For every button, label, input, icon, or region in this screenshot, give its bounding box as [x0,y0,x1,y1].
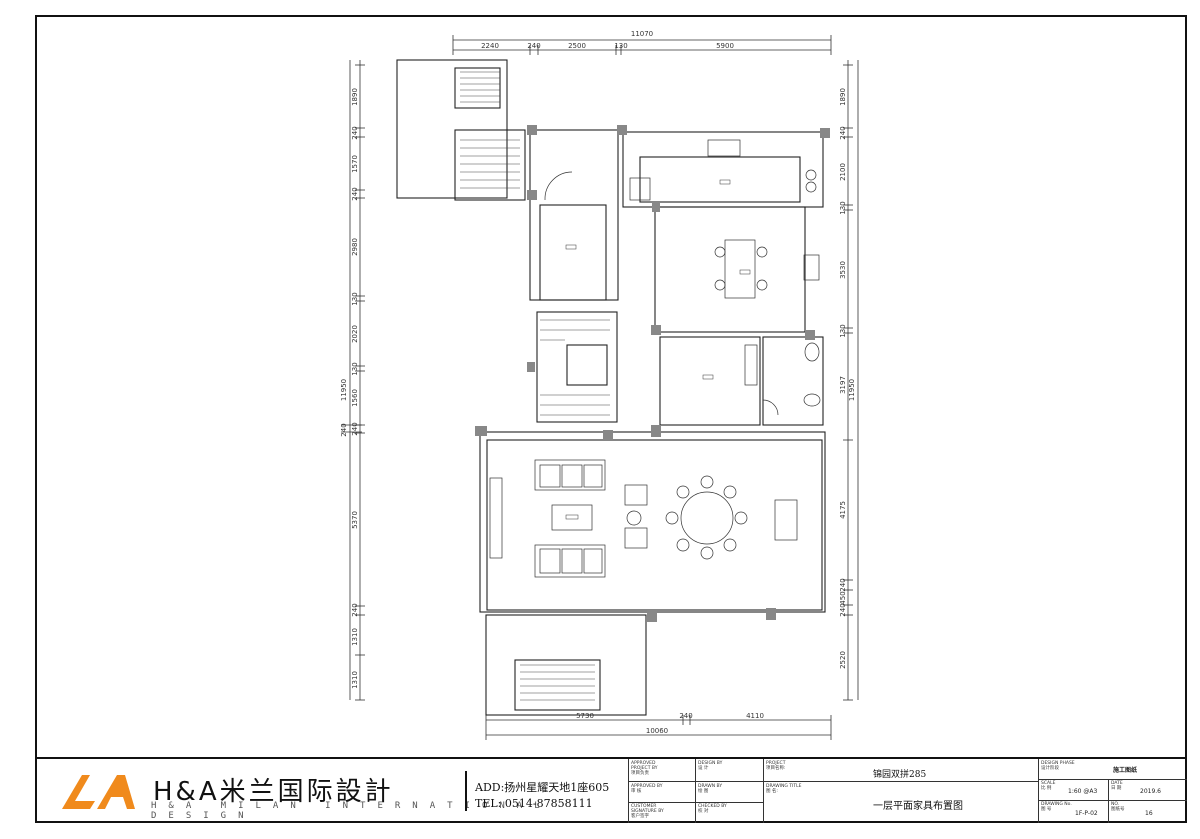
dim-left-seg-9: 1560 [351,389,359,407]
drawing-title-label: DRAWING TITLE 图 名: [766,784,802,794]
company-tel: TEL: 0514-87858111 [475,797,593,810]
date-label: DATE 日 期 [1111,781,1123,791]
dim-right-seg-3: 2100 [839,163,847,181]
dim-right-overall: 11950 [848,379,856,401]
dim-right-seg-8: 4175 [839,501,847,519]
dim-top-seg-4: 130 [614,42,627,50]
customer-label: CUSTOMER SIGNATURE BY 客户签字 [631,804,664,819]
dim-left-seg-6: 130 [351,292,359,305]
dim-top-overall: 11070 [631,30,653,38]
dim-right-seg-12: 2520 [839,651,847,669]
dim-top-seg-5: 5900 [716,42,734,50]
designed-label: DESIGN BY 设 计 [698,761,723,771]
dim-right-seg-11: 240 [839,603,847,616]
dim-left-seg-12: 240 [351,603,359,616]
company-name-en: H&A MILAN INTERNATIONAL DESIGN [151,801,552,821]
dim-right-seg-6: 130 [839,324,847,337]
dim-left-overall: 11950 [340,379,348,401]
dim-right-seg-5: 3530 [839,261,847,279]
company-logo-icon [62,775,135,809]
company-branding: H&A米兰国际設計 H&A MILAN INTERNATIONAL DESIGN… [35,759,630,823]
drawing-no: 1F-P-02 [1075,810,1098,817]
floor-plan: 11070 2240 240 2500 130 5900 5730 240 41… [340,30,859,740]
drawing-no-label: DRAWING No. 图 号 [1041,802,1072,812]
dim-right-seg-9: 240 [839,578,847,591]
company-name: H&A米兰国际設計 [153,777,394,807]
dim-left-seg-2: 240 [351,126,359,139]
dim-bottom-seg-3: 4110 [746,712,764,720]
project-name: 锦园双拼285 [873,770,927,780]
sheet-no: 16 [1145,810,1153,817]
dim-left-seg-10: 240 [351,422,359,435]
dim-left-seg-4: 240 [351,187,359,200]
brand-divider [465,771,467,811]
drawn-label: DRAWN BY 绘 图 [698,784,723,794]
phase-label: DESIGN PHASE 设计阶段 [1041,761,1075,771]
scale-value: 1:60 @A3 [1068,788,1098,795]
project-label: PROJECT 项目名称: [766,761,786,771]
scale-label: SCALE 比 例 [1041,781,1056,791]
checked-label: CHECKED BY 校 对 [698,804,727,814]
dim-left-seg-3: 1570 [351,155,359,173]
dim-top-seg-1: 2240 [481,42,499,50]
dim-right-seg-2: 240 [839,126,847,139]
dim-bottom-seg-1: 5730 [576,712,594,720]
dim-left-seg-7: 2020 [351,325,359,343]
dim-top-seg-2: 240 [527,42,540,50]
drawing-title: 一层平面家具布置图 [873,801,963,812]
title-block: H&A米兰国际設計 H&A MILAN INTERNATIONAL DESIGN… [35,757,1187,823]
dim-right-seg-10: 450 [839,591,847,604]
sheet-border [35,15,1187,823]
dim-bottom-seg-2: 240 [679,712,692,720]
company-address: ADD:扬州星耀天地1座605 [475,781,610,794]
dim-right-seg-4: 130 [839,201,847,214]
dim-right-seg-1: 1890 [839,88,847,106]
sheet-no-label: NO. 图纸号 [1111,802,1125,812]
dim-top-seg-3: 2500 [568,42,586,50]
dim-left-seg-11: 5370 [351,511,359,529]
dim-right-seg-7: 3197 [839,376,847,394]
dim-left-seg-1: 1890 [351,88,359,106]
date-value: 2019.6 [1140,788,1161,795]
dim-left-extra: 240 [340,423,348,436]
approved-label: APPROVED PROJECT BY 项目负责 [631,761,658,776]
approved2-label: APPROVED BY 审 核 [631,784,663,794]
dim-left-seg-14: 1310 [351,671,359,689]
dim-bottom-overall: 10060 [646,727,668,735]
dim-left-seg-5: 2980 [351,238,359,256]
design-phase: 施工图纸 [1113,767,1138,774]
dim-left-seg-8: 130 [351,362,359,375]
dim-left-seg-13: 1310 [351,628,359,646]
